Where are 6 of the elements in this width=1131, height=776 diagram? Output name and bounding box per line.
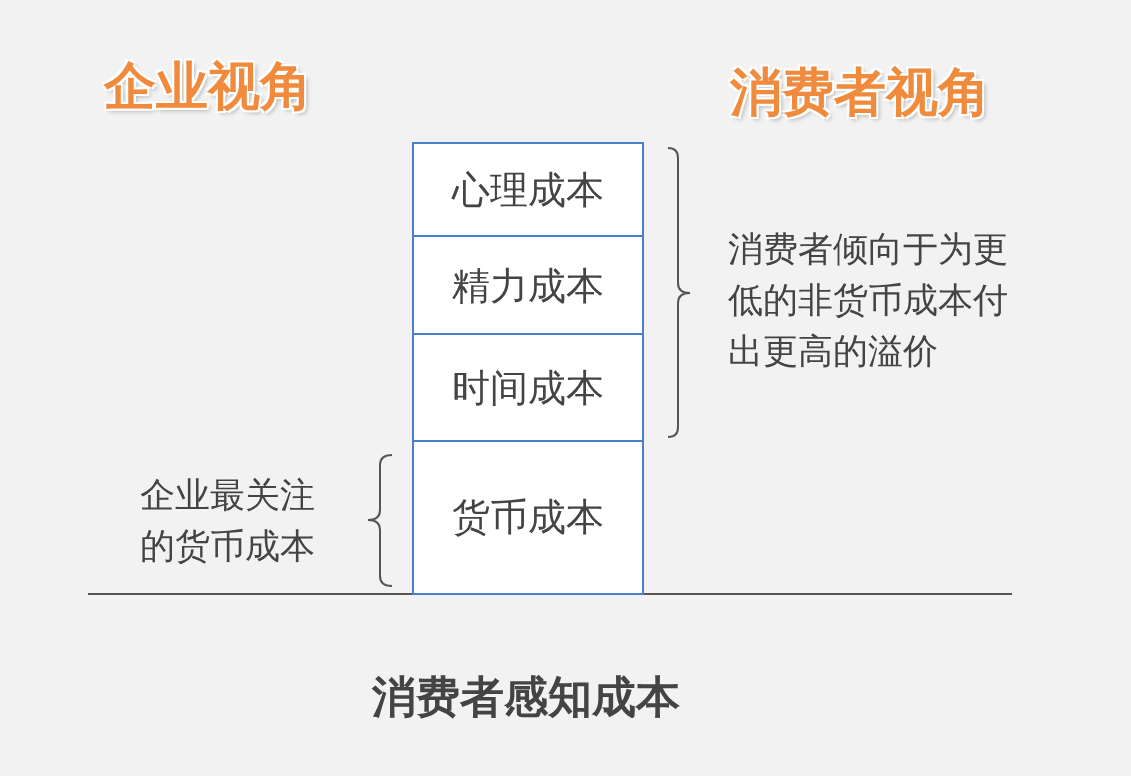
axis-label: 消费者感知成本	[372, 670, 680, 724]
note-text: 企业最关注的货币成本	[140, 474, 316, 568]
heading: 企业视角	[104, 55, 312, 118]
cost-block: 货币成本	[412, 440, 644, 595]
heading: 消费者视角	[730, 61, 990, 124]
note-text: 消费者倾向于为更低的非货币成本付出更高的溢价	[728, 228, 1009, 373]
